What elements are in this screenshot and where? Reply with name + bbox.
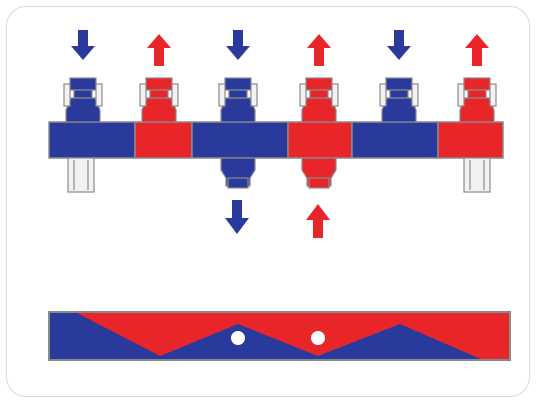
arrow-up-icon: [307, 34, 331, 66]
top-port-cold: [379, 77, 419, 123]
arrow-up-icon: [306, 204, 330, 238]
top-flow-arrows: [71, 30, 489, 66]
arrow-up-icon: [465, 34, 489, 66]
manifold-body: [48, 121, 504, 159]
arrow-down-icon: [225, 200, 249, 234]
hole-icon: [231, 331, 245, 345]
bottom-plug-left: [67, 157, 95, 193]
segment-cold: [48, 121, 136, 159]
top-port-cold: [218, 77, 258, 123]
arrow-down-icon: [71, 30, 95, 60]
segment-hot: [287, 121, 353, 159]
bottom-flow-arrows: [225, 200, 330, 238]
top-port-cold: [63, 77, 103, 123]
bottom-ports: [67, 157, 491, 193]
top-port-hot: [139, 77, 179, 123]
top-ports: [63, 77, 497, 123]
arrow-down-icon: [387, 30, 411, 60]
segment-cold: [351, 121, 439, 159]
hole-icon: [311, 331, 325, 345]
segment-hot: [134, 121, 193, 159]
bottom-port-cold: [220, 157, 256, 189]
separator-cold-zone: [49, 312, 483, 360]
arrow-up-icon: [147, 34, 171, 66]
hydraulic-separator: [48, 311, 511, 361]
arrow-down-icon: [226, 30, 250, 60]
bottom-port-hot: [301, 157, 337, 189]
segment-cold: [191, 121, 289, 159]
bottom-plug-right: [463, 157, 491, 193]
top-port-hot: [457, 77, 497, 123]
top-port-hot: [299, 77, 339, 123]
segment-hot: [437, 121, 504, 159]
